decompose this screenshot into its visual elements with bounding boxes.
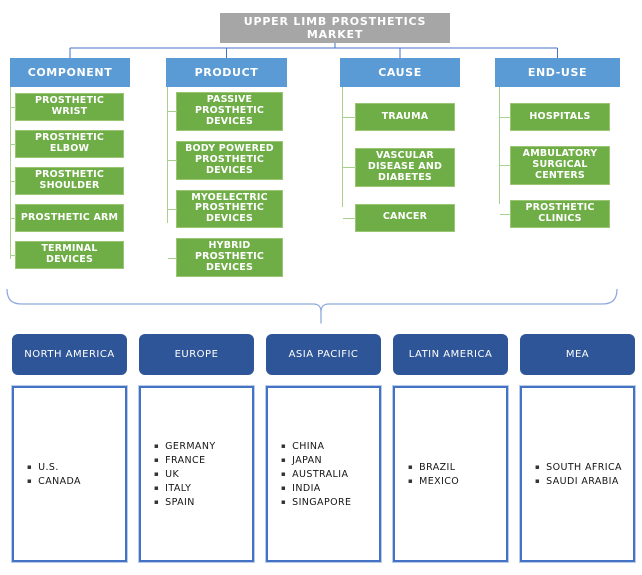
country-item: ▪ SOUTH AFRICA — [535, 462, 622, 473]
bullet-icon: ▪ — [408, 476, 414, 485]
cause-branch-line — [342, 87, 343, 207]
country-item: ▪ ITALY — [154, 483, 216, 494]
end-use-branch-line — [499, 87, 500, 204]
diagram-title: UPPER LIMB PROSTHETICS MARKET — [220, 13, 450, 43]
country-item: ▪ BRAZIL — [408, 462, 459, 473]
region-header-asia-pacific: ASIA PACIFIC — [266, 334, 381, 375]
country-list: ▪ GERMANY ▪ FRANCE ▪ UK ▪ ITALY ▪ SPAIN — [141, 441, 220, 508]
segment-item: CANCER — [343, 203, 455, 232]
region-countries-box-mea: ▪ SOUTH AFRICA ▪ SAUDI ARABIA — [520, 386, 635, 562]
country-item: ▪ FRANCE — [154, 455, 216, 466]
tree-connector — [69, 43, 558, 58]
country-item: ▪ AUSTRALIA — [281, 469, 351, 480]
country-item: ▪ U.S. — [27, 462, 81, 473]
country-item: ▪ CHINA — [281, 441, 351, 452]
country-label: GERMANY — [165, 440, 216, 452]
region-header-latin-america: LATIN AMERICA — [393, 334, 508, 375]
product-branch-line — [167, 87, 168, 223]
segment-item: HOSPITALS — [500, 103, 610, 131]
country-list: ▪ SOUTH AFRICA ▪ SAUDI ARABIA — [522, 462, 626, 487]
country-item: ▪ SINGAPORE — [281, 497, 351, 508]
country-item: ▪ JAPAN — [281, 455, 351, 466]
country-label: AUSTRALIA — [292, 468, 349, 480]
region-header-mea: MEA — [520, 334, 635, 375]
country-list: ▪ CHINA ▪ JAPAN ▪ AUSTRALIA ▪ INDIA ▪ SINGAPORE — [268, 441, 355, 508]
country-label: INDIA — [292, 482, 321, 494]
segment-item: HYBRID PROSTHETIC DEVICES — [168, 238, 283, 278]
country-list: ▪ BRAZIL ▪ MEXICO — [395, 462, 463, 487]
country-label: SINGAPORE — [292, 496, 352, 508]
bullet-icon: ▪ — [281, 497, 287, 506]
country-item: ▪ MEXICO — [408, 476, 459, 487]
country-label: SAUDI ARABIA — [546, 475, 619, 487]
country-label: U.S. — [38, 461, 59, 473]
bullet-icon: ▪ — [154, 497, 160, 506]
segment-column-end-use: HOSPITALS AMBULATORY SURGICAL CENTERS PROS… — [500, 103, 610, 228]
segment-header-cause: CAUSE — [340, 58, 460, 87]
bullet-icon: ▪ — [281, 483, 287, 492]
bullet-icon: ▪ — [281, 469, 287, 478]
country-item: ▪ UK — [154, 469, 216, 480]
segment-item: AMBULATORY SURGICAL CENTERS — [500, 146, 610, 185]
country-label: MEXICO — [419, 475, 460, 487]
segment-column-product: PASSIVE PROSTHETIC DEVICES BODY POWERED P… — [168, 92, 283, 278]
segment-column-cause: TRAUMA VASCULAR DISEASE AND DIABETES CANCE… — [343, 103, 455, 232]
segment-item: PROSTHETIC ELBOW — [10, 130, 124, 158]
bullet-icon: ▪ — [27, 476, 33, 485]
bullet-icon: ▪ — [154, 469, 160, 478]
segment-column-component: PROSTHETIC WRIST PROSTHETIC ELBOW PROSTHET… — [10, 93, 124, 269]
region-countries-box-latin-america: ▪ BRAZIL ▪ MEXICO — [393, 386, 508, 562]
segment-item: TERMINAL DEVICES — [10, 241, 124, 269]
bullet-icon: ▪ — [281, 455, 287, 464]
region-countries-box-north-america: ▪ U.S. ▪ CANADA — [12, 386, 127, 562]
country-label: CHINA — [292, 440, 325, 452]
segment-item: VASCULAR DISEASE AND DIABETES — [343, 148, 455, 187]
country-label: CANADA — [38, 475, 81, 487]
region-header-europe: EUROPE — [139, 334, 254, 375]
country-label: SPAIN — [165, 496, 195, 508]
country-label: BRAZIL — [419, 461, 456, 473]
bullet-icon: ▪ — [154, 455, 160, 464]
segment-item: PROSTHETIC SHOULDER — [10, 167, 124, 195]
country-label: ITALY — [165, 482, 192, 494]
bullet-icon: ▪ — [154, 441, 160, 450]
bullet-icon: ▪ — [535, 476, 541, 485]
country-label: UK — [165, 468, 180, 480]
country-item: ▪ SPAIN — [154, 497, 216, 508]
segment-header-product: PRODUCT — [166, 58, 287, 87]
country-label: JAPAN — [292, 454, 323, 466]
segment-header-end-use: END-USE — [495, 58, 620, 87]
segment-item: PASSIVE PROSTHETIC DEVICES — [168, 92, 283, 131]
country-label: SOUTH AFRICA — [546, 461, 622, 473]
bullet-icon: ▪ — [408, 462, 414, 471]
segment-item: TRAUMA — [343, 103, 455, 131]
segment-header-component: COMPONENT — [10, 58, 130, 87]
component-branch-line — [10, 87, 11, 259]
curly-brace — [6, 288, 618, 324]
country-item: ▪ CANADA — [27, 476, 81, 487]
country-item: ▪ SAUDI ARABIA — [535, 476, 622, 487]
country-item: ▪ GERMANY — [154, 441, 216, 452]
segment-item: MYOELECTRIC PROSTHETIC DEVICES — [168, 189, 283, 229]
country-label: FRANCE — [165, 454, 206, 466]
country-item: ▪ INDIA — [281, 483, 351, 494]
bullet-icon: ▪ — [281, 441, 287, 450]
bullet-icon: ▪ — [535, 462, 541, 471]
country-list: ▪ U.S. ▪ CANADA — [14, 462, 85, 487]
segment-item: PROSTHETIC WRIST — [10, 93, 124, 121]
segment-item: BODY POWERED PROSTHETIC DEVICES — [168, 140, 283, 180]
segment-item: PROSTHETIC CLINICS — [500, 199, 610, 228]
bullet-icon: ▪ — [154, 483, 160, 492]
region-countries-box-europe: ▪ GERMANY ▪ FRANCE ▪ UK ▪ ITALY ▪ SPAIN — [139, 386, 254, 562]
bullet-icon: ▪ — [27, 462, 33, 471]
region-header-north-america: NORTH AMERICA — [12, 334, 127, 375]
segment-item: PROSTHETIC ARM — [10, 204, 124, 232]
region-countries-box-asia-pacific: ▪ CHINA ▪ JAPAN ▪ AUSTRALIA ▪ INDIA ▪ SINGAPORE — [266, 386, 381, 562]
